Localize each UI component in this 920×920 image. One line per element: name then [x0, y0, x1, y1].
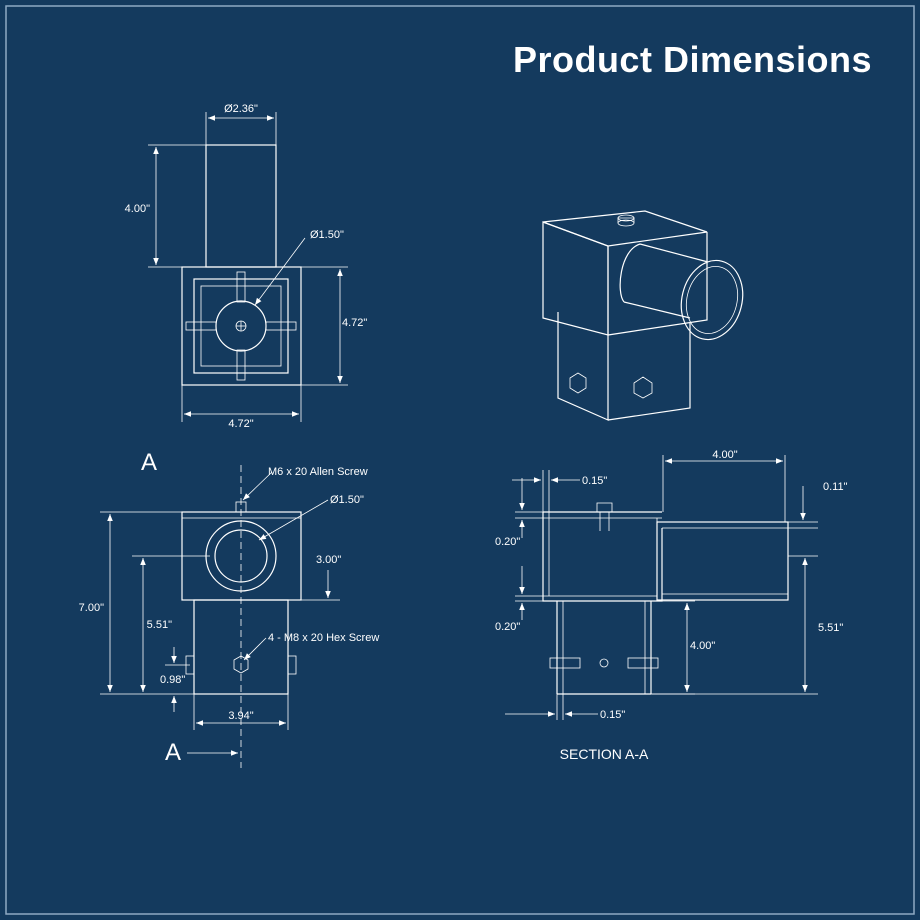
label-hex-screw: 4 - M8 x 20 Hex Screw: [268, 632, 379, 644]
front-hex-screw: [233, 655, 249, 674]
dim-upper-gap: 0.20": [495, 536, 520, 548]
front-view: A A M6 x 20 Allen Screw Ø1.50" 4 - M8 x …: [79, 449, 379, 768]
dim-front-hole-diameter: Ø1.50": [330, 494, 364, 506]
iso-lower-right-face: [607, 322, 691, 421]
dim-box-height: 4.72": [342, 317, 367, 329]
top-view-outer-box: [181, 266, 302, 386]
section-view: 4.00" 0.15" 0.11" 0.20" 0.20" 4.00": [495, 449, 848, 762]
iso-top-face: [542, 210, 708, 247]
top-view-screw-right: [265, 321, 297, 331]
dim-center-offset: 3.00": [316, 554, 341, 566]
top-view-inner-box: [193, 278, 289, 374]
top-view-screw-left: [185, 321, 217, 331]
iso-lower-left-face: [557, 312, 609, 421]
dim-tube-diameter: Ø2.36": [224, 103, 258, 115]
front-allen-screw: [235, 501, 247, 513]
dim-base-width: 3.94": [228, 710, 253, 722]
label-allen-screw: M6 x 20 Allen Screw: [268, 466, 368, 478]
section-top-screw: [596, 502, 613, 512]
iso-arm-tube: [623, 243, 709, 319]
dim-screw-height: 0.98": [160, 674, 185, 686]
page-border: [5, 5, 915, 915]
page-title: Product Dimensions: [513, 39, 872, 80]
top-view-tube: [205, 144, 277, 268]
dim-center-height: 5.51": [147, 619, 172, 631]
top-view-inner-wall: [200, 285, 282, 367]
section-marker-top: A: [141, 449, 157, 476]
dim-arm-center-height: 5.51": [818, 622, 843, 634]
dim-arm-length: 4.00": [712, 449, 737, 461]
iso-left-face: [542, 221, 609, 336]
top-view: Ø2.36" 4.00" Ø1.50" 4.72" 4.72": [125, 103, 368, 430]
dim-total-height: 7.00": [79, 602, 104, 614]
section-upper-body: [542, 511, 663, 602]
section-marker-bottom: A: [165, 739, 181, 766]
dim-box-width: 4.72": [228, 418, 253, 430]
section-arm: [656, 521, 789, 601]
section-caption: SECTION A-A: [560, 746, 649, 762]
iso-right-face: [607, 232, 708, 336]
iso-arm-opening: [680, 259, 744, 341]
front-hole-inner: [214, 529, 268, 583]
isometric-view: [542, 210, 744, 421]
front-lower-box: [193, 599, 289, 695]
top-view-screw-bottom: [236, 349, 246, 381]
dim-base-height: 4.00": [690, 640, 715, 652]
dim-arm-wall: 0.11": [823, 481, 848, 493]
dim-wall-bottom: 0.15": [600, 709, 625, 721]
dim-lower-gap: 0.20": [495, 621, 520, 633]
dim-top-hole-diameter: Ø1.50": [310, 229, 344, 241]
dim-tube-height: 4.00": [125, 203, 150, 215]
dim-wall-top: 0.15": [582, 475, 607, 487]
top-view-screw-top: [236, 271, 246, 303]
